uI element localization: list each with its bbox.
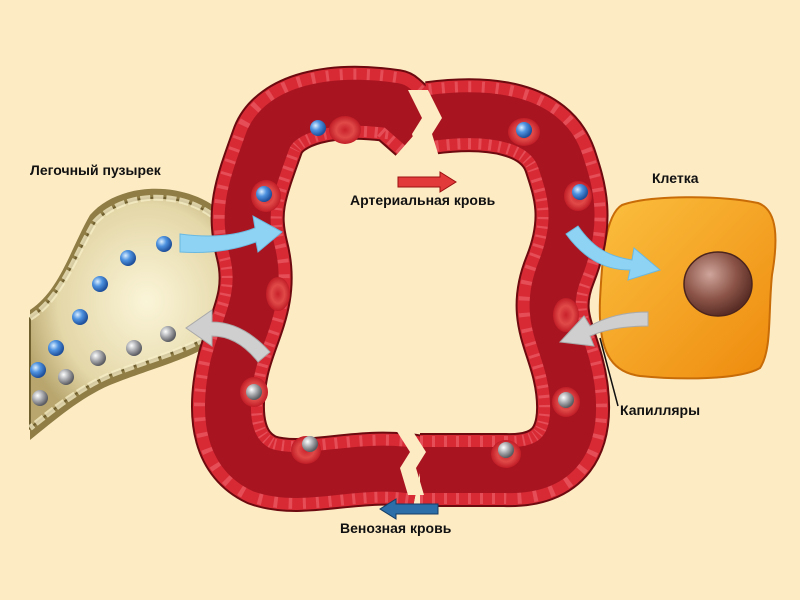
- co2-molecule: [498, 442, 514, 458]
- red-blood-cell: [329, 116, 361, 144]
- co2-arrow-blood-to-alveolus: [185, 309, 271, 363]
- capillaries-leader-line: [599, 337, 619, 407]
- venous-blood-label: Венозная кровь: [340, 520, 452, 536]
- oxygen-molecule: [572, 184, 588, 200]
- tissue-cell: [598, 196, 777, 380]
- oxygen-molecule: [256, 186, 272, 202]
- co2-molecule: [126, 340, 142, 356]
- alveolus-oxygen-molecules: [30, 236, 172, 378]
- co2-molecule: [90, 350, 106, 366]
- oxygen-molecule: [120, 250, 136, 266]
- vessel-breaks: [396, 90, 442, 495]
- oxygen-molecule: [72, 309, 88, 325]
- co2-molecule: [246, 384, 262, 400]
- red-blood-cells: [240, 116, 592, 468]
- oxygen-molecule: [92, 276, 108, 292]
- red-blood-cell: [553, 298, 579, 332]
- co2-molecule: [160, 326, 176, 342]
- co2-molecule: [302, 436, 318, 452]
- oxygen-molecule: [48, 340, 64, 356]
- venous-flow-arrow: [379, 498, 439, 520]
- oxygen-molecule: [156, 236, 172, 252]
- cell-nucleus: [683, 251, 753, 317]
- co2-molecule: [558, 392, 574, 408]
- arterial-flow-arrow: [397, 171, 457, 193]
- oxygen-arrow-blood-to-cell: [565, 225, 662, 281]
- cell-label: Клетка: [652, 170, 699, 186]
- red-blood-cell: [266, 277, 290, 311]
- capillaries-label: Капилляры: [620, 402, 701, 418]
- oxygen-molecule: [516, 122, 532, 138]
- alveolus-co2-molecules: [32, 326, 176, 406]
- blood-co2-molecules: [246, 384, 574, 458]
- oxygen-molecule: [310, 120, 326, 136]
- co2-molecule: [32, 390, 48, 406]
- blood-oxygen-molecules: [256, 120, 588, 202]
- oxygen-molecule: [30, 362, 46, 378]
- co2-arrow-cell-to-blood: [558, 311, 649, 347]
- arterial-blood-label: Артериальная кровь: [350, 192, 496, 208]
- co2-molecule: [58, 369, 74, 385]
- alveolus-label: Легочный пузырек: [30, 162, 161, 178]
- oxygen-arrow-alveolus-to-blood: [179, 215, 283, 253]
